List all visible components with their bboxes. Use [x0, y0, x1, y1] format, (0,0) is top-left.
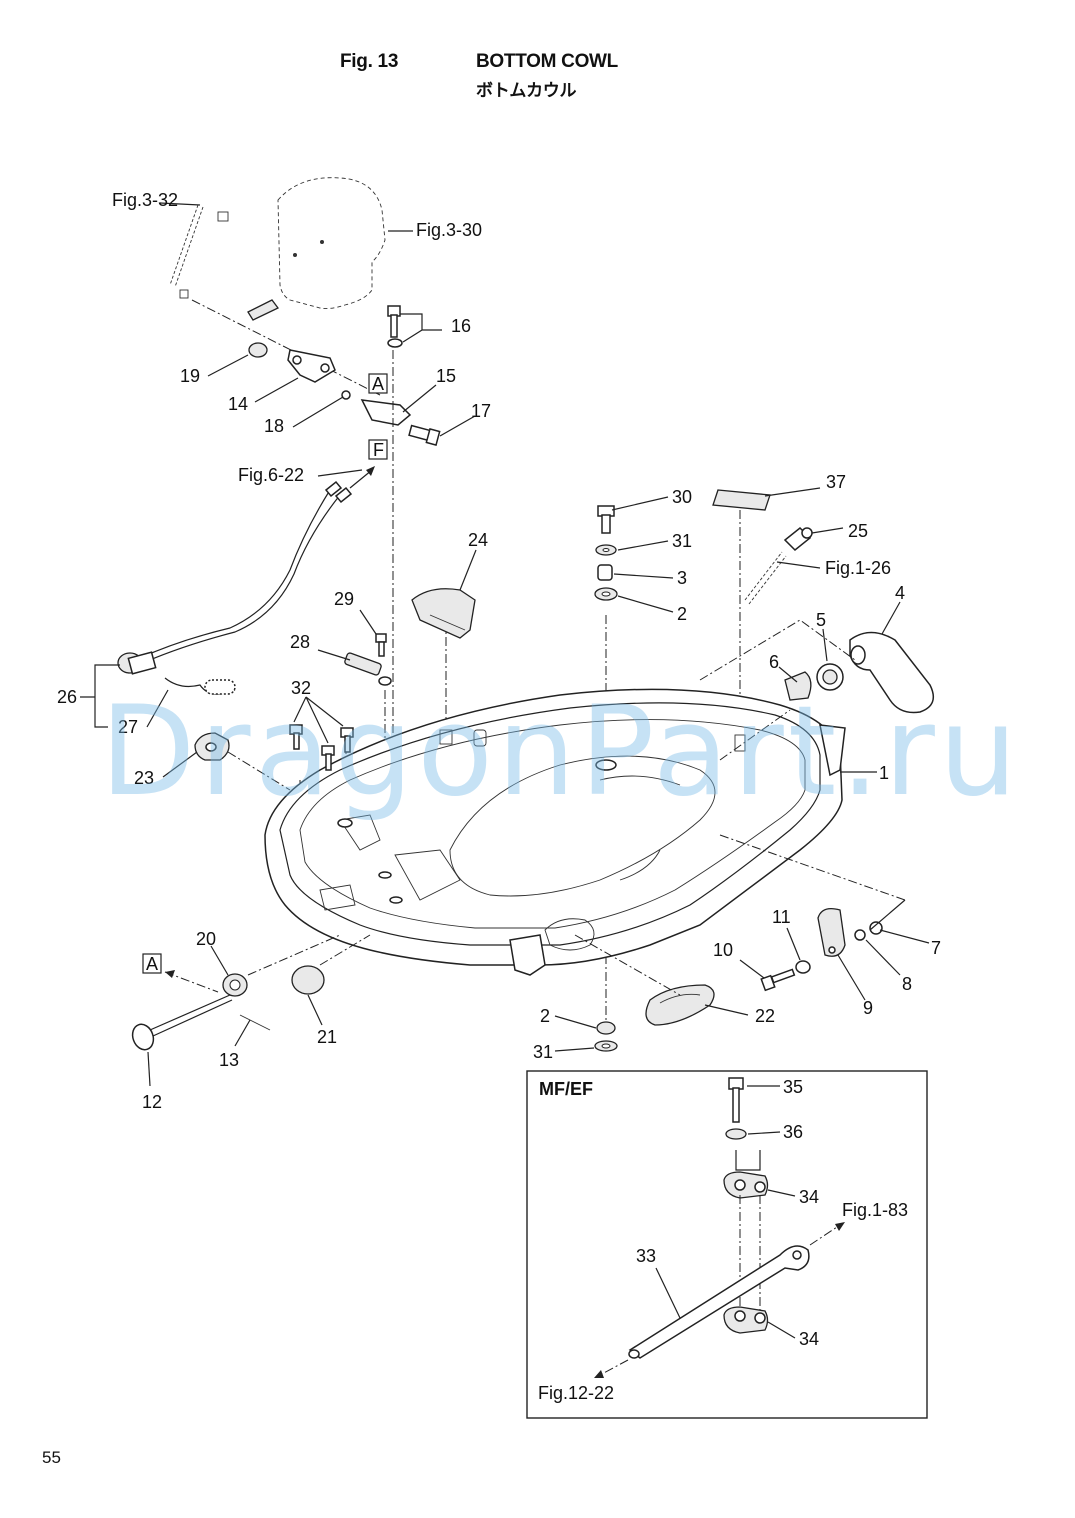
callout-16: 16 [451, 316, 471, 336]
callout-12: 12 [142, 1092, 162, 1112]
figure-number: Fig. 13 [340, 51, 399, 72]
marker-a-bottom: A [142, 953, 162, 974]
callout-21: 21 [317, 1027, 337, 1047]
callout-24: 24 [468, 530, 488, 550]
upper-right-parts [712, 489, 813, 605]
lower-left-parts [131, 934, 371, 1051]
callout-8: 8 [902, 974, 912, 994]
lower-center-parts [574, 934, 715, 1052]
callout-30: 30 [672, 487, 692, 507]
top-cover-reference [277, 177, 386, 310]
figure-title: BOTTOM COWL [476, 51, 618, 72]
callout-10: 10 [713, 940, 733, 960]
linkage-rod-reference [169, 204, 381, 396]
callout-2: 2 [677, 604, 687, 624]
callout-13: 13 [219, 1050, 239, 1070]
stop-switch-assembly [117, 466, 375, 695]
watermark-text: DragonPart.ru [100, 680, 1022, 824]
callout-7: 7 [931, 938, 941, 958]
inset-mf-ef [526, 1070, 928, 1419]
callout-3: 3 [677, 568, 687, 588]
callout-34: 34 [799, 1329, 819, 1349]
figure-title-japanese: ボトムカウル [476, 81, 577, 101]
callout-27: 27 [118, 717, 138, 737]
inset-label: MF/EF [539, 1079, 593, 1099]
callout-4: 4 [895, 583, 905, 603]
leader-lines [80, 202, 930, 1087]
callout-14: 14 [228, 394, 248, 414]
callout-31: 31 [672, 531, 692, 551]
callout-5: 5 [816, 610, 826, 630]
ref-fig3-30: Fig.3-30 [416, 220, 482, 240]
callout-2: 2 [540, 1006, 550, 1026]
mount-stack-top [594, 505, 618, 601]
callout-15: 15 [436, 366, 456, 386]
callout-33: 33 [636, 1246, 656, 1266]
callout-17: 17 [471, 401, 491, 421]
ref-fig1-26: Fig.1-26 [825, 558, 891, 578]
part-24-cover [411, 588, 476, 639]
marker-f-top: F [368, 439, 388, 460]
callout-29: 29 [334, 589, 354, 609]
small-hardware-left [194, 633, 392, 791]
ref-fig1-83: Fig.1-83 [842, 1200, 908, 1220]
throttle-bracket-group [247, 299, 441, 446]
bottom-cowl-main [264, 688, 846, 976]
svg-text:A: A [372, 374, 384, 394]
callout-31: 31 [533, 1042, 553, 1062]
callout-36: 36 [783, 1122, 803, 1142]
callout-11: 11 [772, 907, 791, 927]
callout-26: 26 [57, 687, 77, 707]
right-side-hardware [719, 834, 906, 992]
svg-text:A: A [146, 954, 158, 974]
callout-34: 34 [799, 1187, 819, 1207]
callout-25: 25 [848, 521, 868, 541]
callout-19: 19 [180, 366, 200, 386]
handle-assembly [699, 619, 935, 761]
callout-22: 22 [755, 1006, 775, 1026]
callout-1: 1 [879, 763, 889, 783]
marker-a-top: A [368, 373, 388, 394]
callout-9: 9 [863, 998, 873, 1018]
callout-37: 37 [826, 472, 846, 492]
ref-fig3-32: Fig.3-32 [112, 190, 178, 210]
callout-20: 20 [196, 929, 216, 949]
callout-28: 28 [290, 632, 310, 652]
ref-fig12-22: Fig.12-22 [538, 1383, 614, 1403]
callout-32: 32 [291, 678, 311, 698]
callout-6: 6 [769, 652, 779, 672]
callout-35: 35 [783, 1077, 803, 1097]
ref-fig6-22: Fig.6-22 [238, 465, 304, 485]
page-number: 55 [42, 1448, 61, 1467]
callout-18: 18 [264, 416, 284, 436]
callout-23: 23 [134, 768, 154, 788]
svg-text:F: F [373, 440, 384, 460]
